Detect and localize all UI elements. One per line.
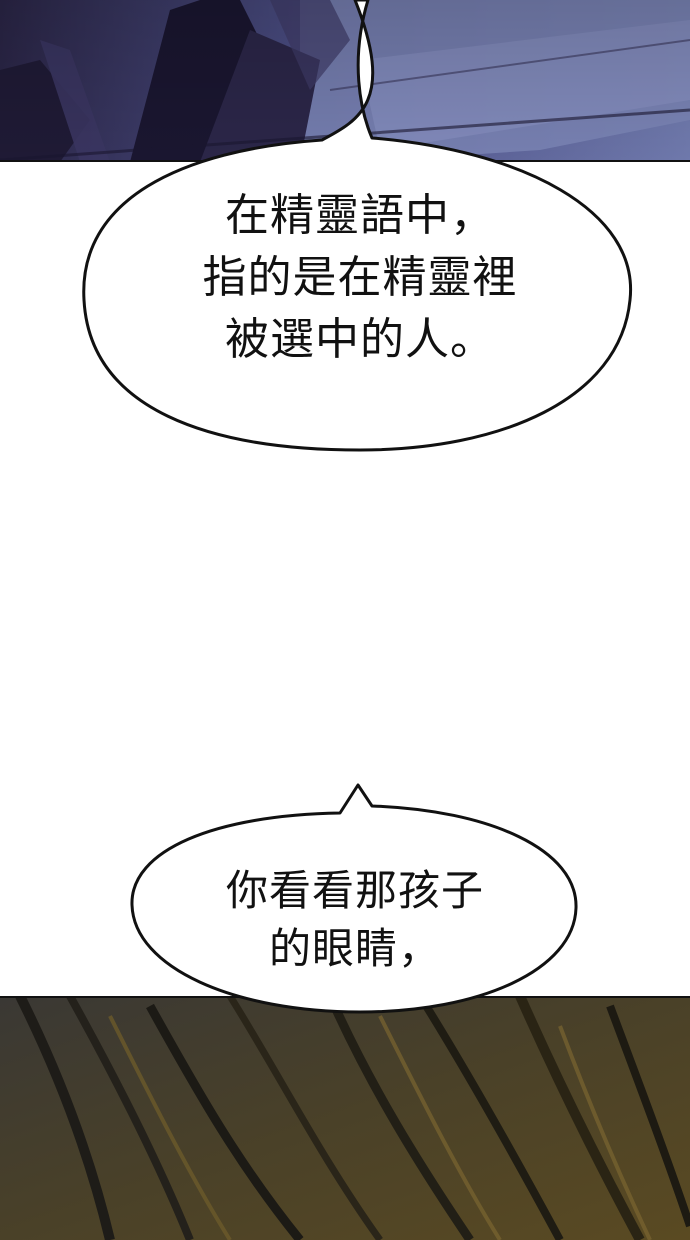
speech-bubble-1-text: 在精靈語中， 指的是在精靈裡 被選中的人。 bbox=[130, 185, 590, 371]
bubble-1-line-2: 指的是在精靈裡 bbox=[202, 252, 518, 303]
speech-bubble-1-shape bbox=[82, 0, 633, 452]
bubble-2-line-2: 的眼睛， bbox=[268, 924, 441, 973]
bubble-2-line-1: 你看看那孩子 bbox=[225, 866, 484, 915]
bubble-1-line-3: 被選中的人。 bbox=[225, 314, 495, 365]
bottom-panel-artwork bbox=[0, 996, 690, 1240]
bottom-art-panel bbox=[0, 996, 690, 1240]
top-art-panel bbox=[0, 0, 690, 162]
top-panel-artwork bbox=[0, 0, 690, 162]
speech-bubble-2-text: 你看看那孩子 的眼睛， bbox=[150, 862, 560, 978]
speech-bubble-2-shape bbox=[130, 783, 578, 1014]
bubble-1-line-1: 在精靈語中， bbox=[225, 190, 495, 241]
